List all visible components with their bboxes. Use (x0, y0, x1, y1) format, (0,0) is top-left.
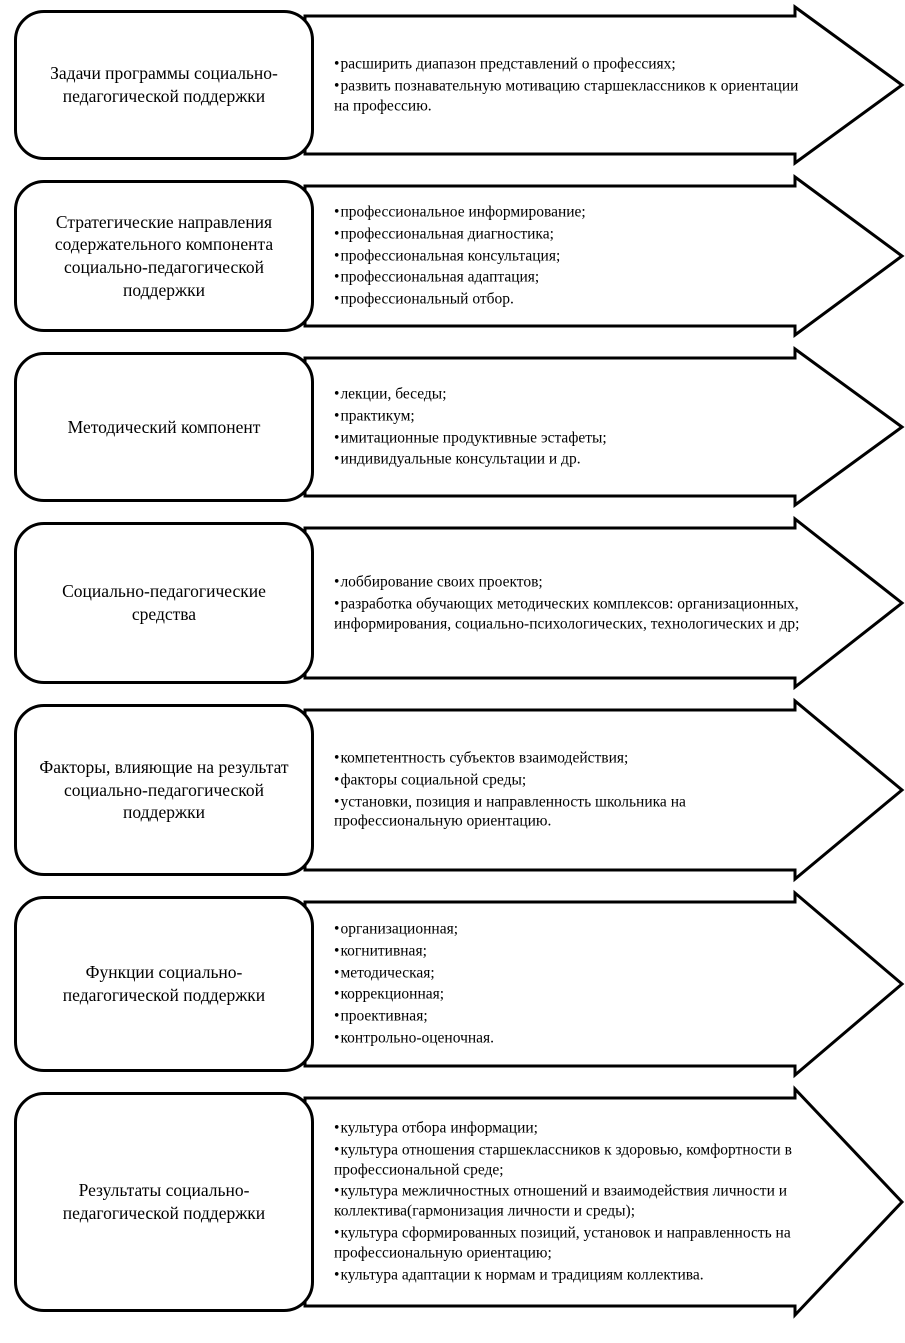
flow-row: профессиональное информирование;професси… (0, 170, 905, 342)
stage-box: Социально-педагогические средства (14, 522, 314, 684)
stage-label: Результаты социально-педагогической подд… (62, 1180, 266, 1223)
stage-box: Функции социально-педагогической поддерж… (14, 896, 314, 1072)
bullet-list: организационная;когнитивная;методическая… (334, 918, 802, 1051)
bullet-item: методическая; (334, 963, 802, 983)
bullet-list: компетентность субъектов взаимодействия;… (334, 746, 802, 833)
bullet-item: контрольно-оценочная. (334, 1029, 802, 1049)
bullet-item: профессиональная адаптация; (334, 268, 802, 288)
bullet-item: профессиональная консультация; (334, 246, 802, 266)
bullet-list: лоббирование своих проектов;разработка о… (334, 570, 802, 635)
bullet-item: установки, позиция и направленность школ… (334, 792, 802, 832)
bullet-item: лоббирование своих проектов; (334, 572, 802, 592)
stage-box: Стратегические направления содержательно… (14, 180, 314, 332)
bullet-item: имитационные продуктивные эстафеты; (334, 428, 802, 448)
bullet-item: культура сформированных позиций, установ… (334, 1224, 802, 1264)
bullet-item: организационная; (334, 920, 802, 940)
bullet-item: культура отбора информации; (334, 1119, 802, 1139)
bullet-item: профессиональный отбор. (334, 290, 802, 310)
bullet-list: культура отбора информации;культура отно… (334, 1117, 802, 1288)
flow-row: культура отбора информации;культура отно… (0, 1082, 905, 1322)
flow-row: лекции, беседы;практикум;имитационные пр… (0, 342, 905, 512)
bullet-item: культура адаптации к нормам и традициям … (334, 1265, 802, 1285)
bullet-list: расширить диапазон представлений о профе… (334, 52, 802, 117)
bullet-item: культура отношения старшеклассников к зд… (334, 1141, 802, 1181)
stage-box: Факторы, влияющие на результат социально… (14, 704, 314, 876)
bullet-item: культура межличностных отношений и взаим… (334, 1182, 802, 1222)
bullet-item: расширить диапазон представлений о профе… (334, 54, 802, 74)
stage-label: Функции социально-педагогической поддерж… (62, 962, 266, 1005)
stage-label: Задачи программы социально-педагогическо… (50, 63, 278, 106)
bullet-item: коррекционная; (334, 985, 802, 1005)
stage-box: Методический компонент (14, 352, 314, 502)
bullet-item: компетентность субъектов взаимодействия; (334, 748, 802, 768)
bullet-item: когнитивная; (334, 941, 802, 961)
stage-label: Социально-педагогические средства (62, 581, 266, 624)
bullet-item: практикум; (334, 406, 802, 426)
stage-label: Стратегические направления содержательно… (54, 211, 274, 300)
bullet-item: проективная; (334, 1007, 802, 1027)
stage-label: Факторы, влияющие на результат социально… (39, 756, 289, 823)
bullet-item: развить познавательную мотивацию старшек… (334, 76, 802, 116)
bullet-item: профессиональное информирование; (334, 202, 802, 222)
arrow-shape (303, 697, 905, 883)
bullet-list: профессиональное информирование;професси… (334, 200, 802, 311)
stage-box: Задачи программы социально-педагогическо… (14, 10, 314, 160)
flow-row: организационная;когнитивная;методическая… (0, 886, 905, 1082)
stage-box: Результаты социально-педагогической подд… (14, 1092, 314, 1312)
bullet-item: разработка обучающих методических компле… (334, 594, 802, 634)
flow-row: расширить диапазон представлений о профе… (0, 0, 905, 170)
stage-label: Методический компонент (67, 416, 261, 437)
flow-row: компетентность субъектов взаимодействия;… (0, 694, 905, 886)
bullet-item: индивидуальные консультации и др. (334, 450, 802, 470)
bullet-list: лекции, беседы;практикум;имитационные пр… (334, 382, 802, 471)
bullet-item: лекции, беседы; (334, 384, 802, 404)
bullet-item: факторы социальной среды; (334, 770, 802, 790)
arrow-polygon (303, 697, 905, 883)
flow-row: лоббирование своих проектов;разработка о… (0, 512, 905, 694)
bullet-item: профессиональная диагностика; (334, 224, 802, 244)
